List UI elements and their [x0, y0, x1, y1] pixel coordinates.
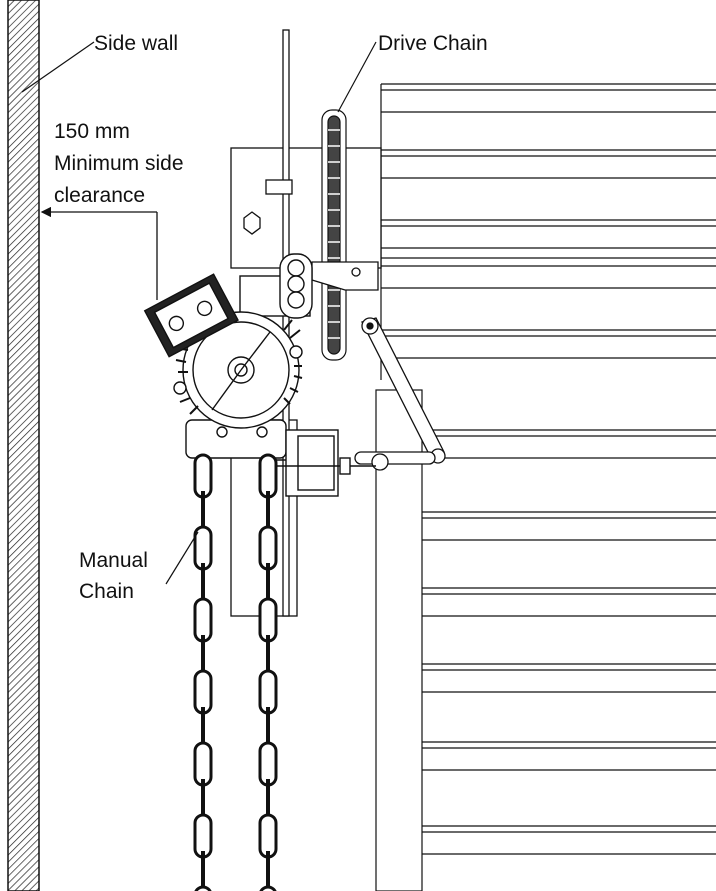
chain-link: [194, 885, 212, 891]
clearance-value-label: 150 mm: [54, 120, 130, 143]
limit-switch-knobs: [279, 253, 313, 319]
chain-link: [266, 707, 270, 749]
mounting-bracket: [230, 29, 382, 617]
side-wall-label: Side wall: [94, 32, 178, 55]
chain-link: [193, 453, 213, 499]
chain-link: [266, 563, 270, 605]
chain-link: [201, 491, 205, 533]
chain-link: [258, 525, 278, 571]
manual-chain-line2-label: Chain: [79, 580, 134, 603]
chain-link: [201, 635, 205, 677]
chain-link: [266, 635, 270, 677]
chain-link: [201, 851, 205, 891]
clearance-dimension: [40, 206, 158, 300]
manual-chain: [193, 453, 278, 891]
drive-chain-label: Drive Chain: [378, 32, 488, 55]
chain-link: [258, 741, 278, 787]
chain-link: [193, 669, 213, 715]
brake-unit: [264, 429, 376, 497]
chain-link: [201, 779, 205, 821]
control-box: [143, 273, 239, 358]
chain-link: [193, 813, 213, 859]
motor-cooling-fins: [175, 319, 303, 415]
chain-link: [266, 491, 270, 533]
leader-lines: [21, 41, 377, 585]
chain-link: [258, 813, 278, 859]
chain-link: [258, 453, 278, 499]
side-wall: [7, 0, 40, 891]
clearance-line1-label: Minimum side: [54, 152, 184, 175]
chain-link: [193, 741, 213, 787]
clearance-line2-label: clearance: [54, 184, 145, 207]
chain-link: [258, 669, 278, 715]
chain-link: [258, 597, 278, 643]
chain-link: [259, 885, 277, 891]
motor-housing: [173, 275, 311, 459]
chain-link: [201, 707, 205, 749]
drive-chain: [321, 109, 347, 361]
chain-link: [266, 851, 270, 891]
chain-link: [201, 563, 205, 605]
chain-link: [193, 597, 213, 643]
chain-links-pattern: [328, 129, 340, 339]
manual-chain-line1-label: Manual: [79, 549, 148, 572]
shutter-curtain: [375, 83, 716, 891]
support-arm: [311, 261, 446, 471]
chain-link: [266, 779, 270, 821]
